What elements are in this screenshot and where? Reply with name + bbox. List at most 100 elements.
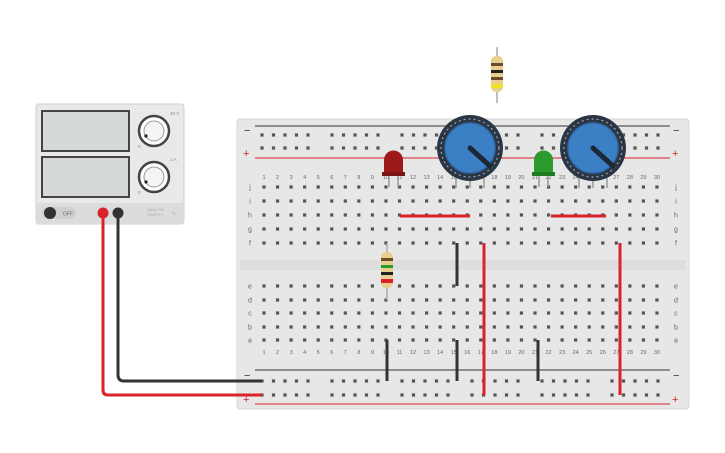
hole-a29[interactable] [641, 338, 645, 342]
resistor-on-board[interactable] [381, 243, 393, 300]
hole-g4[interactable] [303, 227, 307, 231]
bottom-rail-minus-hole[interactable] [540, 379, 544, 383]
hole-f26[interactable] [601, 241, 605, 245]
hole-c16[interactable] [465, 311, 469, 315]
hole-i5[interactable] [316, 199, 320, 203]
hole-e12[interactable] [411, 284, 415, 288]
hole-h7[interactable] [343, 213, 347, 217]
hole-g13[interactable] [425, 227, 429, 231]
hole-b18[interactable] [492, 325, 496, 329]
hole-f1[interactable] [262, 241, 266, 245]
top-rail-plus-hole[interactable] [400, 146, 404, 150]
hole-i22[interactable] [546, 199, 551, 203]
hole-b28[interactable] [628, 325, 632, 329]
top-rail-plus-hole[interactable] [516, 146, 520, 150]
hole-j11[interactable] [397, 185, 402, 189]
hole-d24[interactable] [574, 298, 578, 302]
hole-a2[interactable] [275, 338, 280, 342]
hole-e24[interactable] [574, 284, 578, 288]
top-rail-minus-hole[interactable] [260, 133, 264, 137]
bottom-rail-plus-hole[interactable] [621, 393, 626, 397]
hole-j2[interactable] [275, 185, 280, 189]
hole-j3[interactable] [289, 185, 293, 189]
hole-g21[interactable] [533, 227, 537, 231]
hole-f11[interactable] [397, 241, 402, 245]
hole-d5[interactable] [316, 298, 320, 302]
hole-g12[interactable] [411, 227, 415, 231]
hole-f2[interactable] [275, 241, 280, 245]
hole-g28[interactable] [628, 227, 632, 231]
hole-f12[interactable] [411, 241, 415, 245]
top-rail-minus-hole[interactable] [271, 133, 276, 137]
hole-j28[interactable] [628, 185, 632, 189]
bottom-rail-plus-hole[interactable] [376, 393, 380, 397]
hole-i3[interactable] [289, 199, 293, 203]
hole-f19[interactable] [506, 241, 510, 245]
hole-e11[interactable] [397, 284, 402, 288]
wires[interactable] [101, 213, 622, 397]
hole-j14[interactable] [438, 185, 442, 189]
hole-d11[interactable] [397, 298, 402, 302]
hole-a30[interactable] [655, 338, 659, 342]
hole-c3[interactable] [289, 311, 293, 315]
current-knob[interactable] [137, 160, 171, 194]
hole-f6[interactable] [330, 241, 334, 245]
top-rail-minus-hole[interactable] [621, 133, 626, 137]
hole-b17[interactable] [479, 325, 483, 329]
hole-i16[interactable] [465, 199, 469, 203]
power-switch[interactable]: OFF [42, 207, 76, 219]
bottom-rail-plus-hole[interactable] [423, 393, 427, 397]
hole-c10[interactable] [384, 311, 388, 315]
top-rail-minus-hole[interactable] [294, 133, 299, 137]
hole-a8[interactable] [357, 338, 361, 342]
top-rail-minus-hole[interactable] [656, 133, 660, 137]
hole-d17[interactable] [479, 298, 483, 302]
hole-e20[interactable] [519, 284, 524, 288]
hole-e14[interactable] [438, 284, 442, 288]
resistor-floating[interactable] [491, 47, 503, 103]
hole-d26[interactable] [601, 298, 605, 302]
hole-b9[interactable] [370, 325, 374, 329]
bottom-rail-minus-hole[interactable] [446, 379, 450, 383]
bottom-rail-plus-hole[interactable] [400, 393, 404, 397]
hole-e16[interactable] [465, 284, 469, 288]
top-rail-plus-hole[interactable] [330, 146, 334, 150]
hole-c24[interactable] [574, 311, 578, 315]
bottom-rail-minus-hole[interactable] [423, 379, 427, 383]
hole-h3[interactable] [289, 213, 293, 217]
hole-j1[interactable] [262, 185, 266, 189]
hole-j15[interactable] [452, 185, 456, 189]
potentiometer-2[interactable] [560, 115, 626, 188]
hole-g25[interactable] [587, 227, 591, 231]
top-rail-plus-hole[interactable] [260, 146, 264, 150]
hole-g22[interactable] [546, 227, 551, 231]
hole-g24[interactable] [574, 227, 578, 231]
hole-i29[interactable] [641, 199, 645, 203]
hole-h10[interactable] [384, 213, 388, 217]
bottom-rail-minus-hole[interactable] [644, 379, 649, 383]
hole-c8[interactable] [357, 311, 361, 315]
hole-h21[interactable] [533, 213, 537, 217]
top-rail-plus-hole[interactable] [341, 146, 346, 150]
hole-c11[interactable] [397, 311, 402, 315]
hole-b5[interactable] [316, 325, 320, 329]
hole-j4[interactable] [303, 185, 307, 189]
hole-e17[interactable] [479, 284, 483, 288]
hole-e4[interactable] [303, 284, 307, 288]
bottom-rail-minus-hole[interactable] [341, 379, 346, 383]
hole-d14[interactable] [438, 298, 442, 302]
top-rail-minus-hole[interactable] [306, 133, 310, 137]
bottom-rail-plus-hole[interactable] [353, 393, 357, 397]
hole-e1[interactable] [262, 284, 266, 288]
bottom-rail-minus-hole[interactable] [294, 379, 299, 383]
hole-g16[interactable] [465, 227, 469, 231]
hole-f20[interactable] [519, 241, 524, 245]
top-rail-minus-hole[interactable] [551, 133, 556, 137]
hole-j29[interactable] [641, 185, 645, 189]
hole-j21[interactable] [533, 185, 537, 189]
hole-i9[interactable] [370, 199, 374, 203]
hole-c23[interactable] [560, 311, 564, 315]
hole-g29[interactable] [641, 227, 645, 231]
top-rail-minus-hole[interactable] [633, 133, 637, 137]
bottom-rail-plus-hole[interactable] [341, 393, 346, 397]
